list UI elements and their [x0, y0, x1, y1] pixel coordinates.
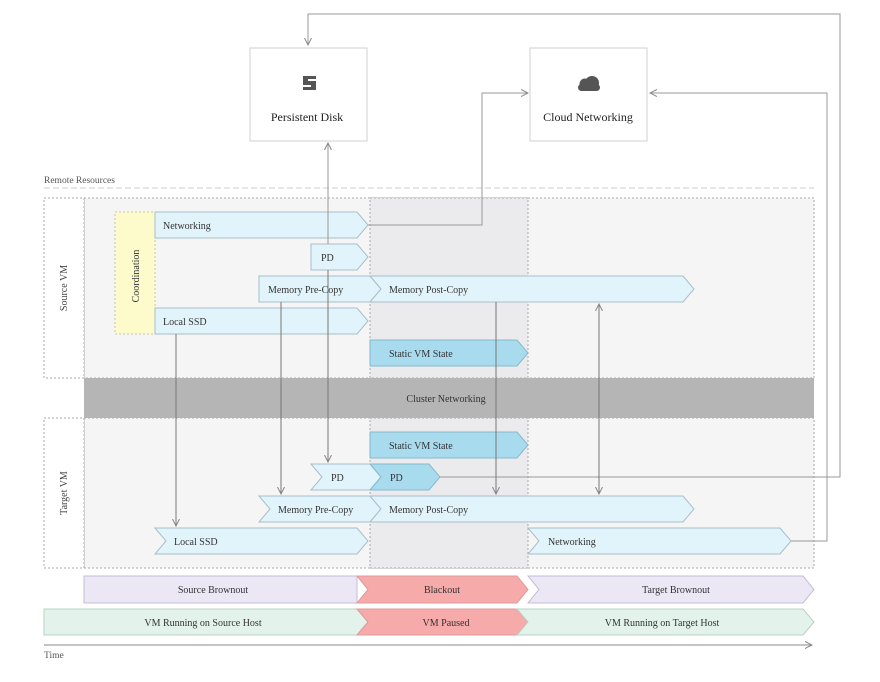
target-net-to-cloud-arrow [650, 93, 828, 542]
source-net-to-cloud-arrow [368, 93, 528, 226]
target-memory-pre-copy-block: Memory Pre-Copy [257, 495, 382, 523]
remote-resources-label: Remote Resources [44, 176, 115, 186]
coordination-box: Coordination [114, 211, 156, 335]
target-memory-pre-copy-label: Memory Pre-Copy [278, 505, 353, 516]
target-pd-right-label: PD [390, 473, 403, 484]
running-target-label: VM Running on Target Host [605, 618, 720, 629]
cloud-networking-box: Cloud Networking [529, 47, 648, 142]
target-brownout-segment [526, 575, 815, 604]
source-networking-label: Networking [163, 221, 211, 232]
connectors [176, 13, 841, 542]
source-memory-pre-copy-label: Memory Pre-Copy [268, 285, 343, 296]
source-vm-label: Source VM [59, 265, 70, 311]
vm-state-bar: VM Running on Source Host VM Paused VM R… [43, 608, 815, 636]
cloud-icon [578, 76, 600, 91]
cluster-networking-band: Cluster Networking [84, 378, 814, 418]
running-target-segment [515, 608, 815, 636]
blackout-segment [355, 575, 529, 604]
target-static-vm-state-label: Static VM State [389, 441, 453, 452]
target-pd-right-block: PD [368, 463, 441, 491]
target-memory-post-copy-block: Memory Post-Copy [368, 495, 695, 523]
cloud-networking-label: Cloud Networking [543, 110, 633, 124]
target-pd-left-block: PD [309, 463, 382, 491]
running-source-label: VM Running on Source Host [144, 618, 261, 629]
source-pd-label: PD [321, 253, 334, 264]
target-networking-block: Networking [526, 527, 792, 555]
source-memory-post-copy-label: Memory Post-Copy [389, 285, 468, 296]
phase-bar: Source Brownout Blackout Target Brownout [83, 575, 815, 604]
source-networking-block: Networking [154, 211, 369, 239]
source-brownout-label: Source Brownout [178, 585, 248, 596]
source-memory-post-copy-block: Memory Post-Copy [368, 275, 695, 303]
source-local-ssd-label: Local SSD [163, 317, 207, 328]
source-static-vm-state-block: Static VM State [369, 339, 529, 367]
target-brownout-label: Target Brownout [642, 585, 710, 596]
source-memory-pre-copy-block: Memory Pre-Copy [258, 275, 382, 303]
persistent-disk-icon [303, 76, 316, 90]
target-vm-label: Target VM [59, 471, 70, 515]
target-local-ssd-block: Local SSD [153, 527, 369, 555]
time-axis: Time [44, 645, 812, 661]
paused-label: VM Paused [423, 618, 470, 629]
blackout-label: Blackout [424, 585, 460, 596]
time-label: Time [44, 651, 64, 661]
cluster-networking-label: Cluster Networking [406, 394, 485, 405]
source-pd-block: PD [310, 243, 369, 271]
target-pd-left-label: PD [331, 473, 344, 484]
target-local-ssd-label: Local SSD [174, 537, 218, 548]
target-pd-to-disk-arrow [308, 13, 841, 478]
coordination-label: Coordination [131, 250, 142, 303]
target-static-vm-state-block: Static VM State [369, 431, 529, 459]
persistent-disk-label: Persistent Disk [271, 110, 343, 124]
persistent-disk-box: Persistent Disk [249, 47, 368, 142]
source-static-vm-state-label: Static VM State [389, 349, 453, 360]
source-local-ssd-block: Local SSD [154, 307, 369, 335]
target-memory-post-copy-label: Memory Post-Copy [389, 505, 468, 516]
target-networking-label: Networking [548, 537, 596, 548]
